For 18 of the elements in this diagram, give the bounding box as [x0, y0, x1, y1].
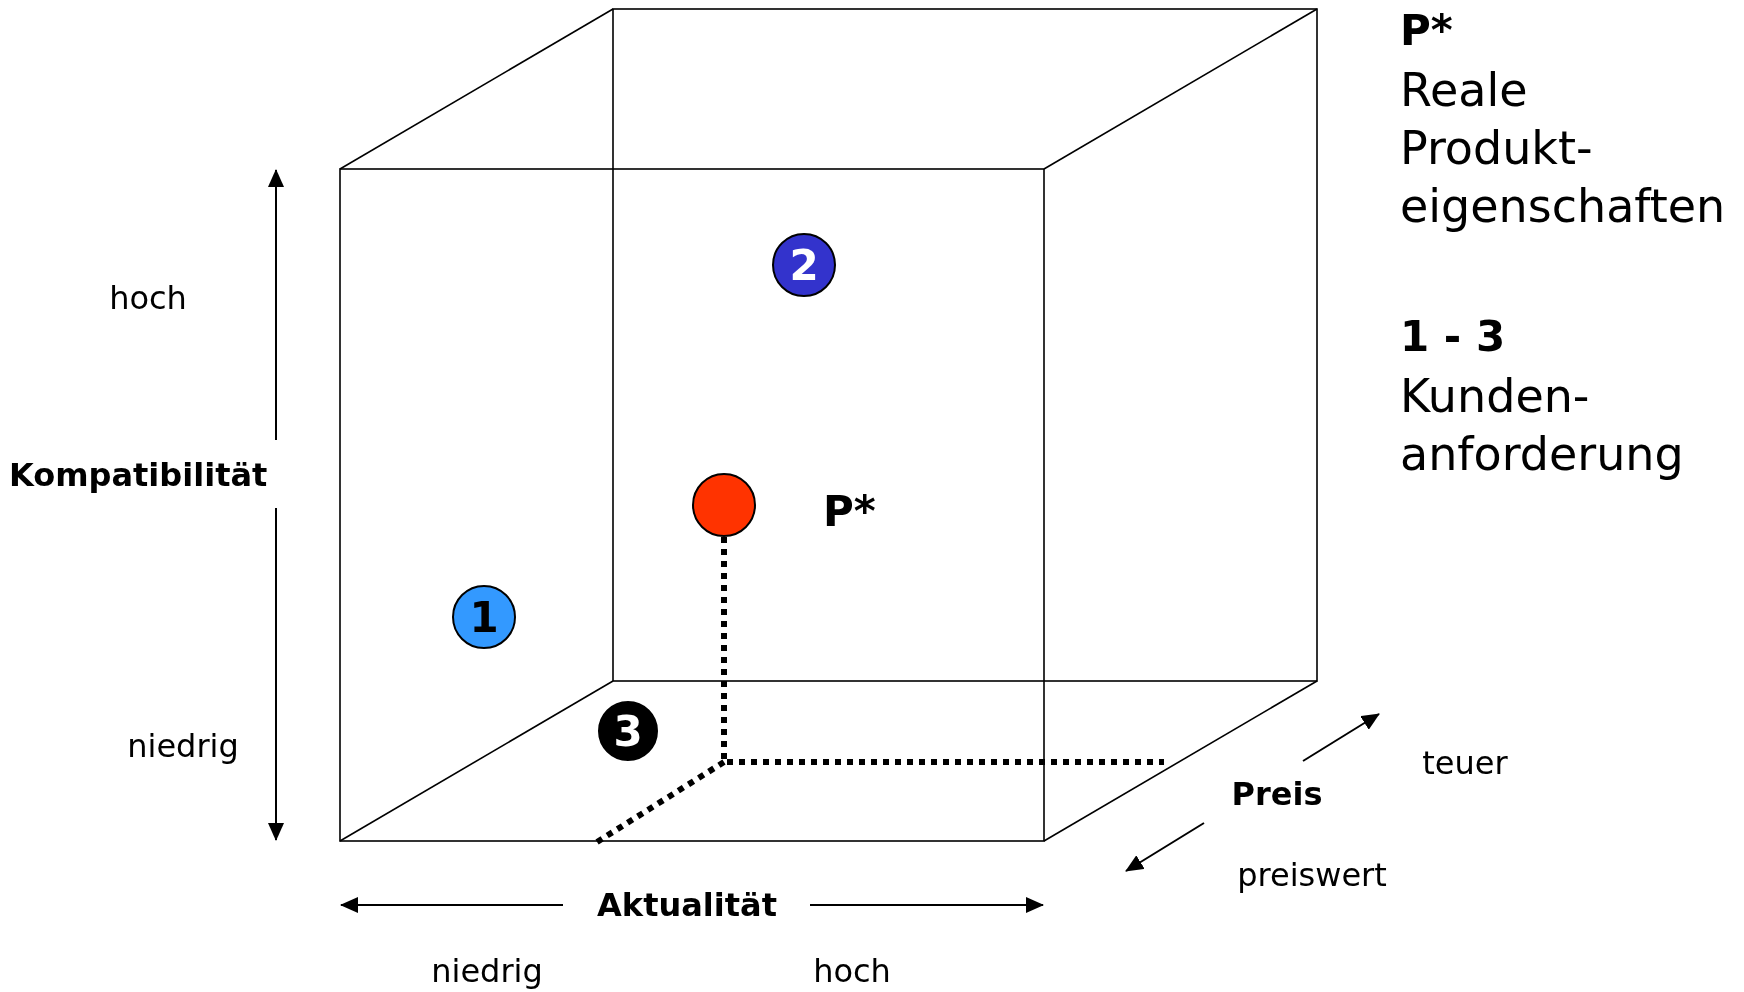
axis-value-label: niedrig: [431, 951, 543, 991]
number-circle: 1: [452, 585, 516, 649]
axis-value-label: hoch: [813, 951, 891, 991]
number-circle: 3: [596, 699, 660, 763]
axis-title: Kompatibilität: [9, 455, 268, 495]
point-label: P*: [823, 488, 876, 536]
legend-symbol: 1 - 3: [1400, 312, 1506, 362]
legend-text: Reale Produkt- eigenschaften: [1400, 62, 1727, 235]
axis-value-label: niedrig: [127, 726, 239, 766]
axis-title: Aktualität: [597, 885, 777, 925]
axis-value-label: preiswert: [1237, 855, 1387, 895]
number-circle: 2: [772, 233, 836, 297]
legend-symbol: P*: [1400, 6, 1453, 56]
axis-title: Preis: [1231, 774, 1323, 814]
axis-value-label: teuer: [1422, 743, 1508, 783]
legend-text: Kunden- anforderung: [1400, 368, 1685, 483]
point-marker: [692, 473, 756, 537]
axis-value-label: hoch: [109, 278, 187, 318]
